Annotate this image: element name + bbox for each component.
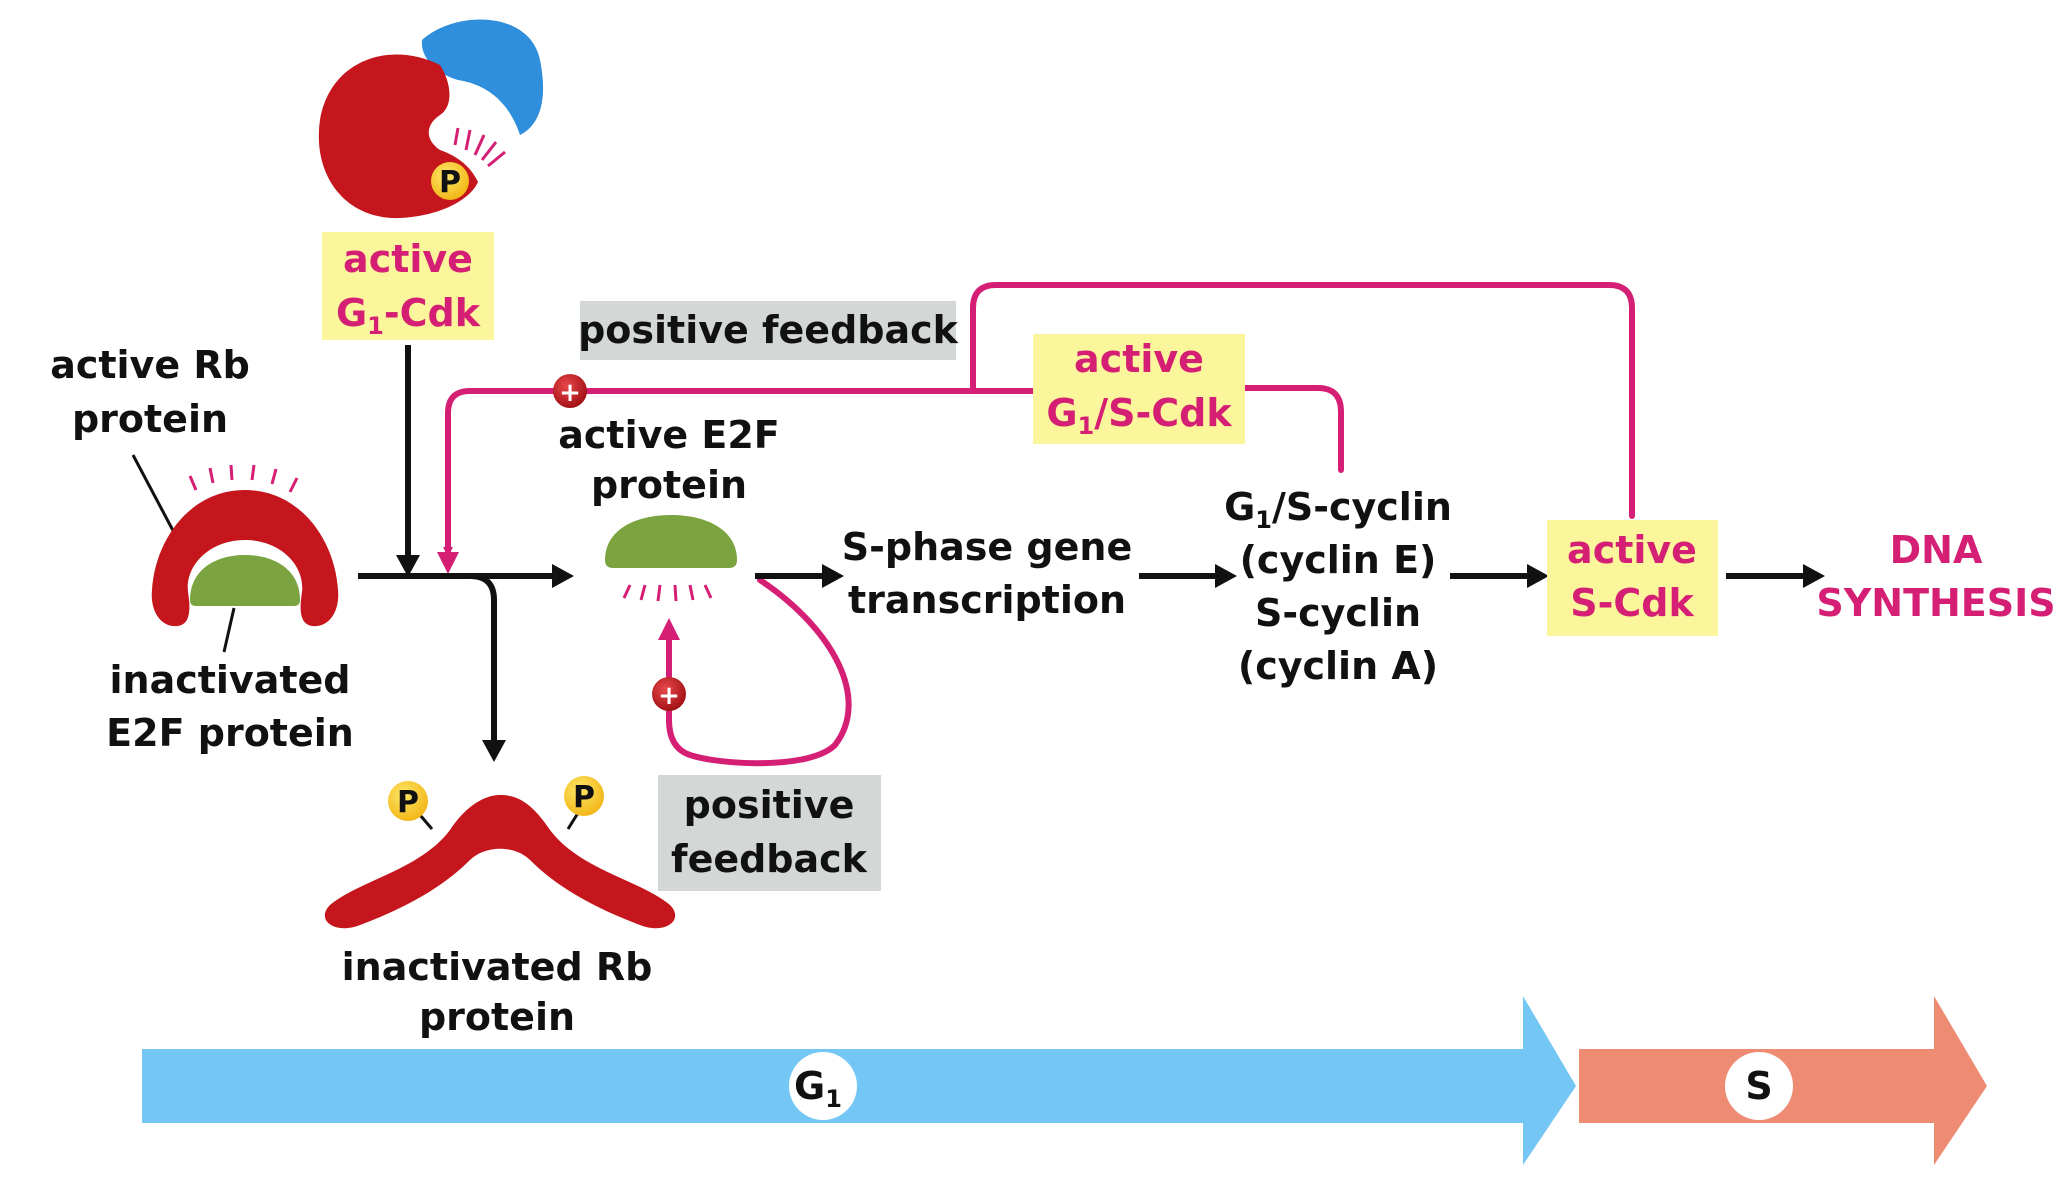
positive-feedback-top-box bbox=[580, 301, 956, 360]
svg-text:P: P bbox=[397, 785, 419, 820]
cyclin-line3: S-cyclin bbox=[1255, 591, 1421, 635]
g1-phase-label: G1 bbox=[794, 1064, 842, 1113]
arrowhead-to-s-cdk bbox=[1527, 564, 1549, 588]
arrowhead-g1-cdk-down bbox=[396, 555, 420, 577]
rb-e2f-complex-icon bbox=[151, 464, 339, 627]
positive-feedback-top-label: positive feedback bbox=[578, 308, 959, 352]
g1-cdk-protein-icon: P bbox=[318, 19, 544, 219]
inactivated-rb-line2: protein bbox=[419, 995, 575, 1039]
arrowheads bbox=[396, 555, 1825, 762]
inactivated-rb-line1: inactivated Rb bbox=[342, 945, 653, 989]
arrowhead-to-dna bbox=[1803, 564, 1825, 588]
svg-text:+: + bbox=[559, 378, 581, 408]
plus-bottom-icon: + bbox=[652, 677, 686, 711]
arrowhead-to-e2f bbox=[552, 564, 574, 588]
g1s-cdk-from-cyclin-line bbox=[1242, 385, 1344, 473]
phosphate-right-icon bbox=[564, 776, 604, 816]
active-g1-cdk-line1: active bbox=[343, 237, 473, 281]
cyclin-blue-icon bbox=[421, 19, 544, 136]
positive-feedback-bottom-line1: positive bbox=[684, 783, 855, 827]
g1-phase-arrow: G1 bbox=[142, 996, 1576, 1165]
active-e2f-line1: active E2F bbox=[558, 413, 780, 457]
inactive-e2f-pointer bbox=[222, 607, 236, 653]
svg-text:P: P bbox=[573, 780, 595, 815]
s-phase-gene-line2: transcription bbox=[848, 578, 1126, 622]
active-g1s-cdk-box bbox=[1033, 334, 1245, 444]
active-g1-cdk-box bbox=[322, 232, 494, 340]
cyclin-line2: (cyclin E) bbox=[1240, 538, 1437, 582]
dna-synthesis-line2: SYNTHESIS bbox=[1816, 581, 2055, 625]
g1s-cdk-feedback-line bbox=[443, 388, 1048, 558]
s-phase-gene-line1: S-phase gene bbox=[842, 525, 1132, 569]
arrowhead-to-cyclin bbox=[1215, 564, 1237, 588]
active-rb-line2: protein bbox=[72, 397, 228, 441]
active-s-cdk-line1: active bbox=[1567, 528, 1697, 572]
cyclin-line1: G1/S-cyclin bbox=[1224, 485, 1452, 534]
dna-synthesis-line1: DNA bbox=[1890, 528, 1983, 572]
s-cdk-feedback-line bbox=[970, 282, 1635, 519]
g1-phase-badge bbox=[789, 1052, 857, 1120]
positive-feedback-bottom-line2: feedback bbox=[671, 837, 868, 881]
arrowhead-to-transcription bbox=[822, 564, 844, 588]
active-g1s-cdk-line2: G1/S-Cdk bbox=[1046, 391, 1232, 440]
inactivated-e2f-line2: E2F protein bbox=[106, 711, 354, 755]
active-rb-pointer bbox=[131, 454, 180, 541]
e2f-self-feedback-loop bbox=[664, 577, 852, 767]
rb-inactivation-curve bbox=[469, 573, 497, 745]
phosphate-icon bbox=[431, 162, 469, 200]
positive-feedback-bottom-box bbox=[658, 775, 881, 891]
active-s-cdk-box bbox=[1547, 520, 1718, 636]
s-phase-badge bbox=[1725, 1052, 1793, 1120]
active-g1-cdk-line2: G1-Cdk bbox=[336, 291, 481, 340]
inactivated-e2f-line1: inactivated bbox=[110, 658, 351, 702]
phosphate-label: P bbox=[439, 165, 461, 200]
s-phase-arrow: S bbox=[1579, 996, 1987, 1165]
plus-top-icon: + bbox=[553, 374, 587, 408]
pathway-arrows bbox=[358, 345, 1806, 745]
feedback-paths bbox=[443, 282, 1635, 767]
e2f-green-icon bbox=[190, 555, 300, 606]
active-e2f-line2: protein bbox=[591, 463, 747, 507]
active-s-cdk-line2: S-Cdk bbox=[1570, 581, 1694, 625]
cyclin-line4: (cyclin A) bbox=[1238, 644, 1438, 688]
active-rb-line1: active Rb bbox=[50, 343, 250, 387]
g1s-arrowhead bbox=[437, 552, 459, 574]
active-g1s-cdk-line1: active bbox=[1074, 337, 1204, 381]
phosphate-left-icon bbox=[388, 781, 428, 821]
inactivated-rb-protein-icon: P P bbox=[324, 776, 676, 929]
activation-rays-icon bbox=[453, 127, 506, 168]
arrowhead-to-inactive-rb bbox=[482, 740, 506, 762]
s-phase-label: S bbox=[1745, 1064, 1772, 1108]
e2f-loop-arrowhead bbox=[658, 618, 680, 640]
svg-text:+: + bbox=[658, 681, 680, 711]
active-e2f-protein-icon bbox=[605, 515, 737, 602]
